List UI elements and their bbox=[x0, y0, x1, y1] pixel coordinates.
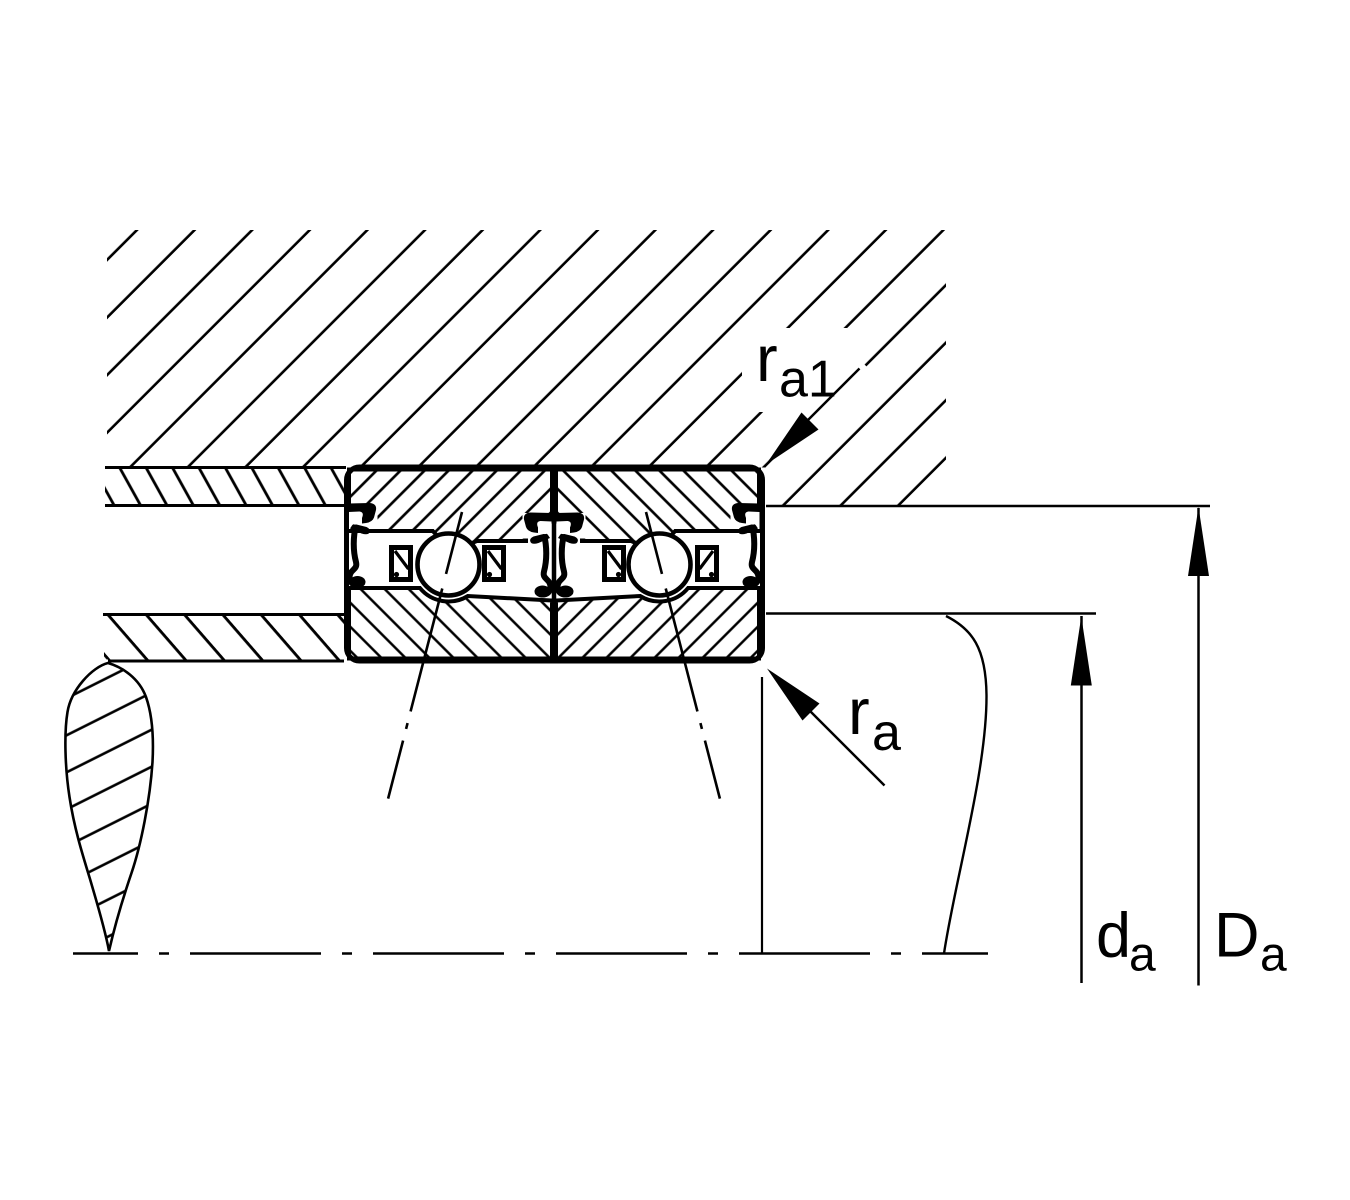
svg-text:a: a bbox=[872, 704, 901, 762]
svg-text:a: a bbox=[1129, 929, 1156, 982]
svg-text:r: r bbox=[756, 322, 778, 395]
svg-text:a: a bbox=[1260, 929, 1287, 982]
svg-text:D: D bbox=[1214, 901, 1260, 971]
svg-text:a1: a1 bbox=[779, 351, 837, 409]
svg-text:d: d bbox=[1096, 901, 1131, 971]
svg-text:r: r bbox=[848, 675, 870, 748]
